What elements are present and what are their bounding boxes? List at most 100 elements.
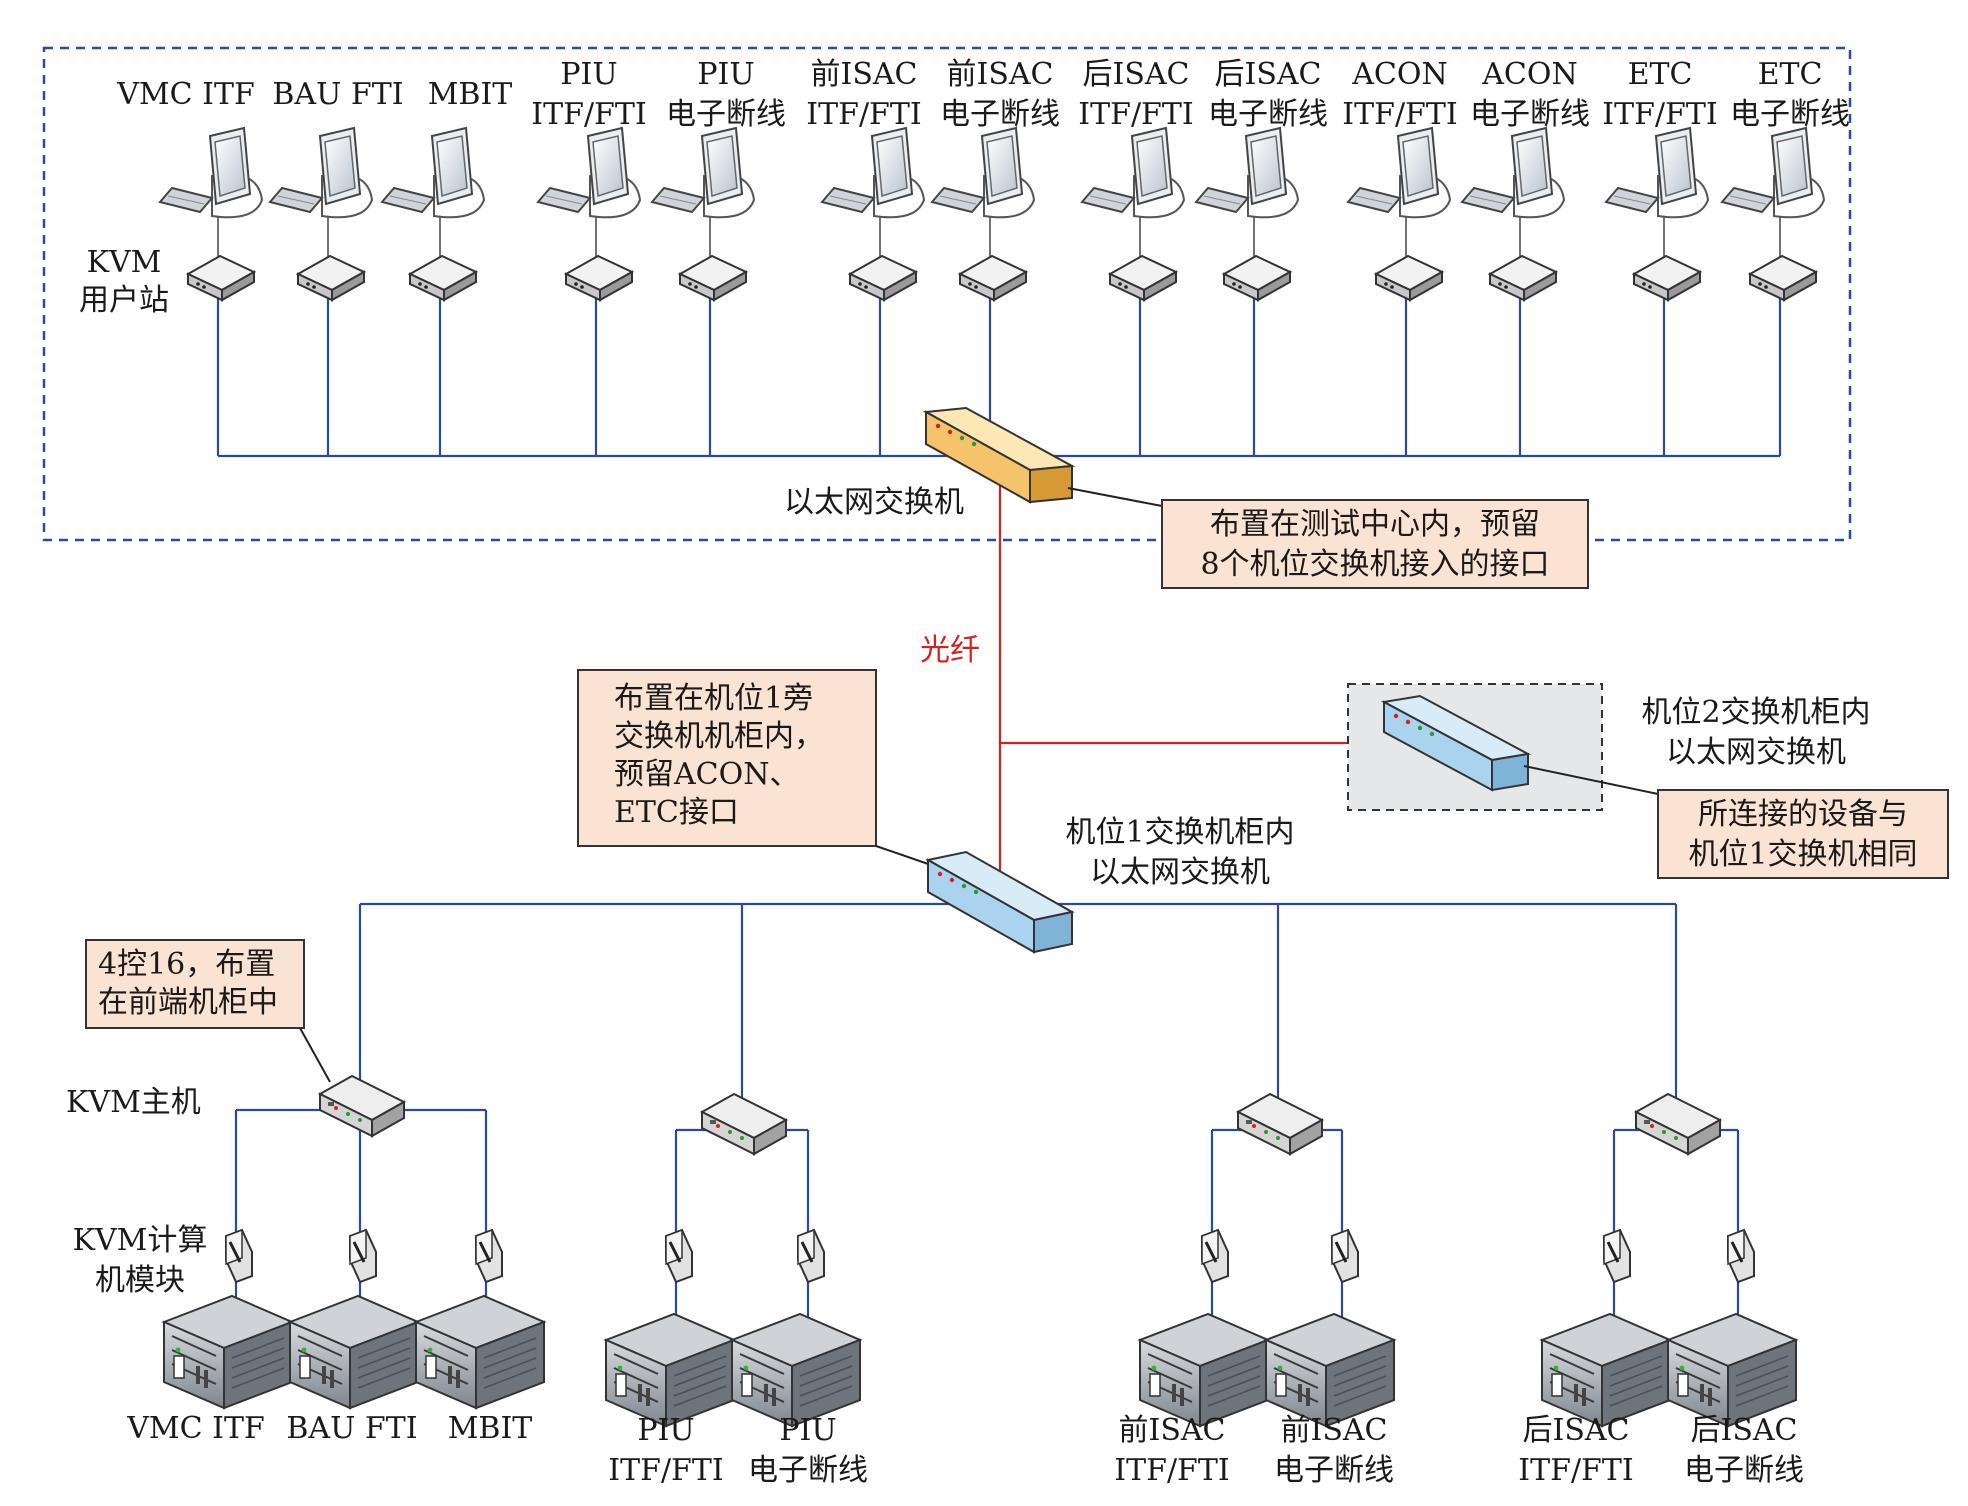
server-label-5-line1: PIU — [779, 1413, 836, 1448]
test-center-boundary — [42, 46, 1852, 542]
station1-note-box — [577, 669, 877, 847]
kvm-hosts — [319, 1075, 1721, 1155]
station2-ethernet-switch — [1380, 694, 1532, 792]
server-label-1: VMC ITF — [126, 1411, 265, 1446]
server-icon — [163, 1295, 293, 1409]
kvm-host-note-leader — [299, 1027, 331, 1083]
server-label-3: MBIT — [448, 1411, 533, 1446]
ws-label-13-line2: 电子断线 — [1730, 97, 1850, 132]
kvm-host-label: KVM主机 — [66, 1085, 201, 1120]
kvm-switch-icon — [1237, 1093, 1323, 1155]
kvm-user-station-label-line1: KVM — [87, 245, 162, 280]
kvm-module-icon — [474, 1228, 504, 1284]
ws-label-4-line1: PIU — [560, 57, 617, 92]
server-label-2: BAU FTI — [286, 1411, 417, 1446]
kvm-host-note-line2: 在前端机柜中 — [98, 985, 278, 1020]
server-icon — [1541, 1313, 1671, 1427]
computer-icon — [1721, 127, 1825, 219]
top-switch-label: 以太网交换机 — [784, 485, 964, 520]
station2-switch-label-line2: 以太网交换机 — [1666, 735, 1846, 770]
computer-icon — [1461, 127, 1565, 219]
computer-icon — [1605, 127, 1709, 219]
computer-icon — [159, 127, 263, 219]
kvm-host-note-line1: 4控16，布置 — [98, 947, 275, 982]
ws-label-9-line2: 电子断线 — [1208, 97, 1328, 132]
server-label-9-line1: 后ISAC — [1690, 1413, 1797, 1448]
kvm-module-label-line2: 机模块 — [95, 1263, 185, 1298]
top-note-line1: 布置在测试中心内，预留 — [1210, 507, 1540, 542]
server-label-5-line2: 电子断线 — [748, 1453, 868, 1488]
kvm-extender-icon — [1749, 255, 1817, 301]
ws-label-1-line2: VMC ITF — [116, 77, 255, 112]
server-label-4-line1: PIU — [637, 1413, 694, 1448]
server-label-4-line2: ITF/FTI — [608, 1453, 723, 1488]
station2-note-leader — [1523, 765, 1659, 795]
kvm-switch-icon — [701, 1093, 787, 1155]
station1-note-leader — [875, 845, 935, 867]
kvm-extender-icon — [187, 255, 255, 301]
ws-label-6-line2: ITF/FTI — [806, 97, 921, 132]
ws-label-12-line2: ITF/FTI — [1602, 97, 1717, 132]
ws-label-12-line1: ETC — [1628, 57, 1693, 92]
computer-icon — [821, 127, 925, 219]
top-note-box — [1161, 499, 1589, 589]
server-label-8-line2: ITF/FTI — [1518, 1453, 1633, 1488]
station1-ethernet-switch — [925, 850, 1075, 954]
station2-note-box — [1657, 789, 1949, 879]
kvm-module-icon — [1330, 1228, 1360, 1284]
ws-label-13-line1: ETC — [1758, 57, 1823, 92]
kvm-host-note-box — [85, 939, 305, 1029]
workstations — [159, 127, 1825, 219]
station1-note-line1: 布置在机位1旁 — [614, 681, 813, 716]
ws-label-3-line2: MBIT — [428, 77, 513, 112]
server-icon — [289, 1295, 419, 1409]
station1-switch-label-line1: 机位1交换机柜内 — [1065, 815, 1294, 850]
kvm-extender-icon — [1375, 255, 1443, 301]
kvm-extender-icon — [1223, 255, 1291, 301]
kvm-extender-icon — [565, 255, 633, 301]
kvm-module-label-line1: KVM计算 — [73, 1223, 208, 1258]
server-label-7-line2: 电子断线 — [1274, 1453, 1394, 1488]
station2-note-line2: 机位1交换机相同 — [1688, 837, 1917, 872]
kvm-extender-icon — [409, 255, 477, 301]
kvm-module-icon — [348, 1228, 378, 1284]
kvm-module-icon — [1200, 1228, 1230, 1284]
ws-label-9-line1: 后ISAC — [1214, 57, 1321, 92]
kvm-branch-lines — [234, 1108, 1740, 1330]
computer-icon — [651, 127, 755, 219]
kvm-module-icon — [664, 1228, 694, 1284]
kvm-switch-icon — [1635, 1093, 1721, 1155]
kvm-module-icon — [1602, 1228, 1632, 1284]
server-icon — [1667, 1313, 1797, 1427]
kvm-module-icon — [224, 1228, 254, 1284]
station1-note-line2: 交换机机柜内， — [614, 719, 824, 754]
server-labels: VMC ITF BAU FTI MBIT PIU ITF/FTI PIU 电子断… — [126, 1411, 1804, 1488]
station1-switch-label-line2: 以太网交换机 — [1090, 855, 1270, 890]
station1-note-line4: ETC接口 — [614, 795, 739, 830]
server-label-6-line2: ITF/FTI — [1114, 1453, 1229, 1488]
station2-switch-label-line1: 机位2交换机柜内 — [1641, 695, 1870, 730]
ws-label-8-line1: 后ISAC — [1082, 57, 1189, 92]
kvm-extender-icon — [959, 255, 1027, 301]
computer-icon — [1081, 127, 1185, 219]
server-label-8-line1: 后ISAC — [1522, 1413, 1629, 1448]
servers — [163, 1295, 1797, 1427]
ws-label-10-line1: ACON — [1351, 57, 1447, 92]
server-icon — [605, 1313, 735, 1427]
workstation-labels: VMC ITF BAU FTI MBIT PIU ITF/FTI PIU 电子断… — [116, 57, 1850, 132]
computer-icon — [1195, 127, 1299, 219]
server-label-9-line2: 电子断线 — [1684, 1453, 1804, 1488]
kvm-module-icon — [796, 1228, 826, 1284]
computer-icon — [381, 127, 485, 219]
ws-label-11-line1: ACON — [1481, 57, 1577, 92]
kvm-switch-icon — [319, 1075, 405, 1137]
kvm-user-stations — [187, 255, 1817, 301]
kvm-extender-icon — [1109, 255, 1177, 301]
ws-label-7-line2: 电子断线 — [940, 97, 1060, 132]
ws-label-6-line1: 前ISAC — [810, 57, 917, 92]
ws-label-10-line2: ITF/FTI — [1342, 97, 1457, 132]
kvm-extender-icon — [849, 255, 917, 301]
server-icon — [1265, 1313, 1395, 1427]
computer-icon — [1347, 127, 1451, 219]
